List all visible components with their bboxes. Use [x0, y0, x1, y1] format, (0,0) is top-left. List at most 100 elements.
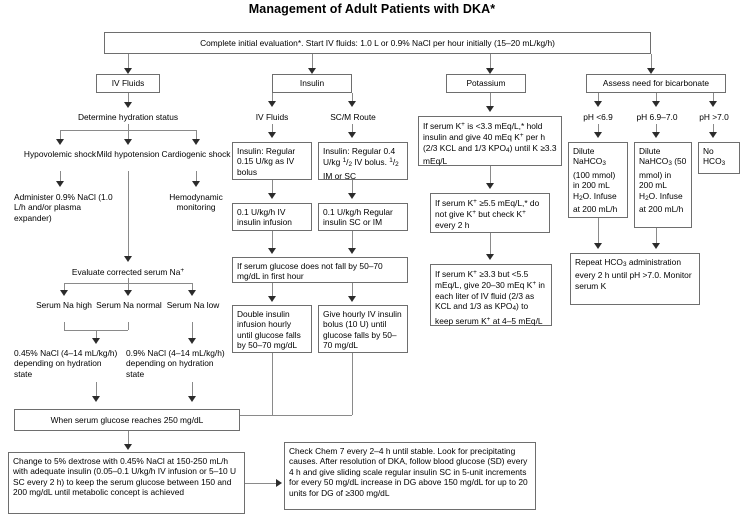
arrow-icon [56, 139, 64, 145]
initial-evaluation-text: Complete initial evaluation*. Start IV f… [200, 37, 555, 48]
arrow-icon [594, 101, 602, 107]
dilute-nahco3-50-box: Dilute NaHCO3 (50 mmol) in 200 mL H2O. I… [634, 142, 692, 228]
connector [128, 130, 129, 140]
potassium-low-text: If serum K+ is <3.3 mEq/L,* hold insulin… [423, 121, 557, 167]
connector [192, 283, 193, 291]
nacl-045-text: 0.45% NaCl (4–14 mL/kg/h) depending on h… [14, 348, 118, 379]
hourly-insulin-bolus-text: Give hourly IV insulin bolus (10 U) unti… [323, 309, 402, 351]
connector [490, 54, 491, 70]
insulin-iv-bolus-text: Insulin: Regular 0.15 U/kg as IV bolus [237, 146, 296, 177]
arrow-icon [594, 243, 602, 249]
insulin-scm-infusion-text: 0.1 U/kg/h Regular insulin SC or IM [323, 207, 393, 228]
connector [272, 93, 273, 102]
arrow-icon [647, 68, 655, 74]
arrow-icon [348, 193, 356, 199]
connector [128, 54, 129, 70]
connector [490, 93, 491, 109]
bicarbonate-label: Assess need for bicarbonate [602, 78, 710, 89]
arrow-icon [188, 396, 196, 402]
iv-fluids-label: IV Fluids [111, 78, 145, 89]
connector [96, 382, 97, 399]
hemodynamic-monitoring-text: Hemodynamic monitoring [169, 192, 223, 213]
repeat-hco3-text: Repeat HCO3 administration every 2 h unt… [575, 257, 692, 291]
double-insulin-infusion-text: Double insulin infusion hourly until glu… [237, 309, 301, 351]
connector [128, 171, 129, 259]
connector [272, 231, 273, 251]
arrow-icon [486, 254, 494, 260]
arrow-icon [268, 193, 276, 199]
potassium-mid-box: If serum K+ ≥3.3 but <5.5 mEq/L, give 20… [430, 264, 552, 326]
potassium-high-box: If serum K+ ≥5.5 mEq/L,* do not give K+ … [430, 193, 550, 233]
glucose-250-text: When serum glucose reaches 250 mg/dL [50, 414, 204, 425]
arrow-icon [652, 132, 660, 138]
connector [60, 171, 61, 183]
insulin-scm-bolus-box: Insulin: Regular 0.4 U/kg 1/2 IV bolus. … [318, 142, 408, 181]
dilute-nahco3-50-text: Dilute NaHCO3 (50 mmol) in 200 mL H2O. I… [639, 146, 687, 215]
insulin-route-iv-label: IV Fluids [255, 112, 289, 122]
arrow-icon [594, 132, 602, 138]
arrow-icon [652, 101, 660, 107]
arrow-icon [188, 290, 196, 296]
connector [272, 124, 273, 134]
connector [352, 93, 353, 102]
column-header-potassium: Potassium [446, 74, 526, 93]
arrow-icon [268, 296, 276, 302]
serum-na-low-label: Serum Na low [166, 300, 220, 310]
arrow-icon [188, 338, 196, 344]
glucose-not-falling-text: If serum glucose does not fall by 50–70 … [237, 261, 383, 282]
arrow-icon [268, 132, 276, 138]
arrow-icon [486, 106, 494, 112]
option-mild-hypotension: Mild hypotension [96, 149, 160, 159]
insulin-iv-bolus-box: Insulin: Regular 0.15 U/kg as IV bolus [232, 142, 312, 180]
ph-high-label: pH >7.0 [699, 112, 729, 122]
glucose-250-box: When serum glucose reaches 250 mg/dL [14, 409, 240, 431]
initial-evaluation-box: Complete initial evaluation*. Start IV f… [104, 32, 651, 54]
arrow-icon [486, 183, 494, 189]
insulin-iv-infusion-text: 0.1 U/kg/h IV insulin infusion [237, 207, 292, 228]
no-hco3-box: No HCO3 [698, 142, 740, 174]
change-dextrose-text: Change to 5% dextrose with 0.45% NaCl at… [13, 456, 237, 498]
connector [196, 171, 197, 183]
arrow-icon [124, 256, 132, 262]
connector [656, 93, 657, 102]
connector [240, 415, 352, 416]
double-insulin-infusion-box: Double insulin infusion hourly until glu… [232, 305, 312, 353]
check-chem-text: Check Chem 7 every 2–4 h until stable. L… [289, 446, 528, 498]
connector [196, 130, 197, 140]
insulin-scm-bolus-text: Insulin: Regular 0.4 U/kg 1/2 IV bolus. … [323, 146, 399, 181]
hourly-insulin-bolus-box: Give hourly IV insulin bolus (10 U) unti… [318, 305, 408, 353]
dilute-nahco3-100-text: Dilute NaHCO3 (100 mmol) in 200 mL H2O. … [573, 146, 618, 215]
connector [352, 180, 353, 196]
connector [598, 218, 599, 246]
connector [272, 283, 273, 298]
connector [128, 93, 129, 104]
option-hypovolemic-shock: Hypovolemic shock [23, 149, 97, 159]
connector [312, 54, 313, 70]
connector [651, 54, 652, 70]
connector [245, 483, 278, 484]
glucose-not-falling-box: If serum glucose does not fall by 50–70 … [232, 257, 408, 283]
arrow-icon [709, 132, 717, 138]
connector [490, 166, 491, 186]
arrow-icon [56, 181, 64, 187]
column-header-iv-fluids: IV Fluids [96, 74, 160, 93]
dilute-nahco3-100-box: Dilute NaHCO3 (100 mmol) in 200 mL H2O. … [568, 142, 628, 218]
connector [713, 93, 714, 102]
arrow-icon [192, 139, 200, 145]
arrow-icon [268, 248, 276, 254]
column-header-insulin: Insulin [272, 74, 352, 93]
connector [352, 124, 353, 134]
connector [713, 124, 714, 134]
connector [192, 322, 193, 339]
insulin-iv-infusion-box: 0.1 U/kg/h IV insulin infusion [232, 203, 312, 231]
connector [60, 130, 61, 140]
connector [128, 431, 129, 446]
determine-hydration-label: Determine hydration status [77, 112, 179, 122]
connector [128, 124, 129, 130]
change-dextrose-box: Change to 5% dextrose with 0.45% NaCl at… [8, 452, 245, 514]
arrow-icon [348, 296, 356, 302]
arrow-icon [348, 101, 356, 107]
connector [352, 353, 353, 415]
arrow-icon [192, 181, 200, 187]
